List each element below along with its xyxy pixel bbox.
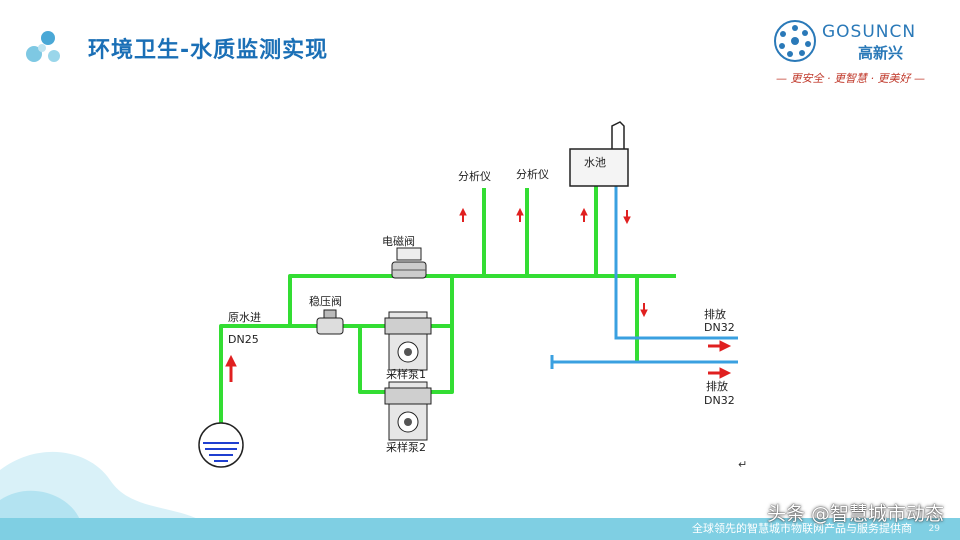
solenoid-valve-label: 电磁阀 (382, 234, 415, 248)
slide-title: 环境卫生-水质监测实现 (88, 38, 329, 63)
pump-1-label: 采样泵1 (386, 367, 426, 381)
drain-1-size-label: DN32 (704, 321, 735, 334)
raw-water-in-label: 原水进 (228, 311, 261, 324)
gosuncn-logo-icon (774, 20, 816, 62)
analyzer-2-up-arrow (516, 207, 524, 222)
sampling-pump-1 (384, 311, 432, 371)
brand-block: GOSUNCN 高新兴 — 更安全 · 更智慧 · 更美好 — (772, 18, 932, 88)
water-tank (569, 121, 629, 187)
water-source-icon (198, 422, 244, 468)
drain-1-right-arrow (708, 340, 732, 352)
drain-2-size-label: DN32 (704, 394, 735, 407)
brand-slogan: — 更安全 · 更智慧 · 更美好 — (776, 72, 925, 85)
solenoid-valve (391, 247, 427, 279)
drain-2-label: 排放 (706, 379, 728, 393)
pressure-valve-label: 稳压阀 (309, 294, 342, 308)
sampling-pump-2 (384, 381, 432, 441)
watermark: 头条 @智慧城市动态 (766, 503, 944, 525)
analyzer-1-up-arrow (459, 207, 467, 222)
tank-down-arrow (623, 210, 631, 225)
analyzer-2-label: 分析仪 (516, 167, 549, 181)
brand-chinese-name: 高新兴 (858, 44, 904, 62)
analyzer-1-label: 分析仪 (458, 169, 491, 183)
brand-name: GOSUNCN (822, 22, 917, 42)
tank-up-arrow (580, 207, 588, 222)
inlet-up-arrow (225, 354, 237, 382)
pump-2-label: 采样泵2 (386, 440, 426, 454)
footer-band (0, 518, 960, 540)
inlet-pipe (219, 324, 290, 425)
bubble-logo-icon (26, 31, 60, 62)
tank-drain-pipe (614, 186, 738, 340)
page-number: 29 (928, 524, 940, 534)
drain-pipes (550, 186, 738, 369)
drain-2-right-arrow (708, 367, 732, 379)
tank-label: 水池 (584, 156, 606, 169)
drain-1-label: 排放 (704, 307, 726, 321)
main-horizontal-pipe (288, 274, 676, 326)
inlet-size-label: DN25 (228, 333, 259, 346)
flow-arrows (225, 207, 732, 382)
drain-down-arrow (640, 303, 648, 318)
return-mark: ↵ (738, 458, 748, 471)
pressure-regulating-valve (316, 309, 344, 335)
supply-pipes (219, 186, 676, 425)
footer-tagline: 全球领先的智慧城市物联网产品与服务提供商 (692, 522, 912, 535)
